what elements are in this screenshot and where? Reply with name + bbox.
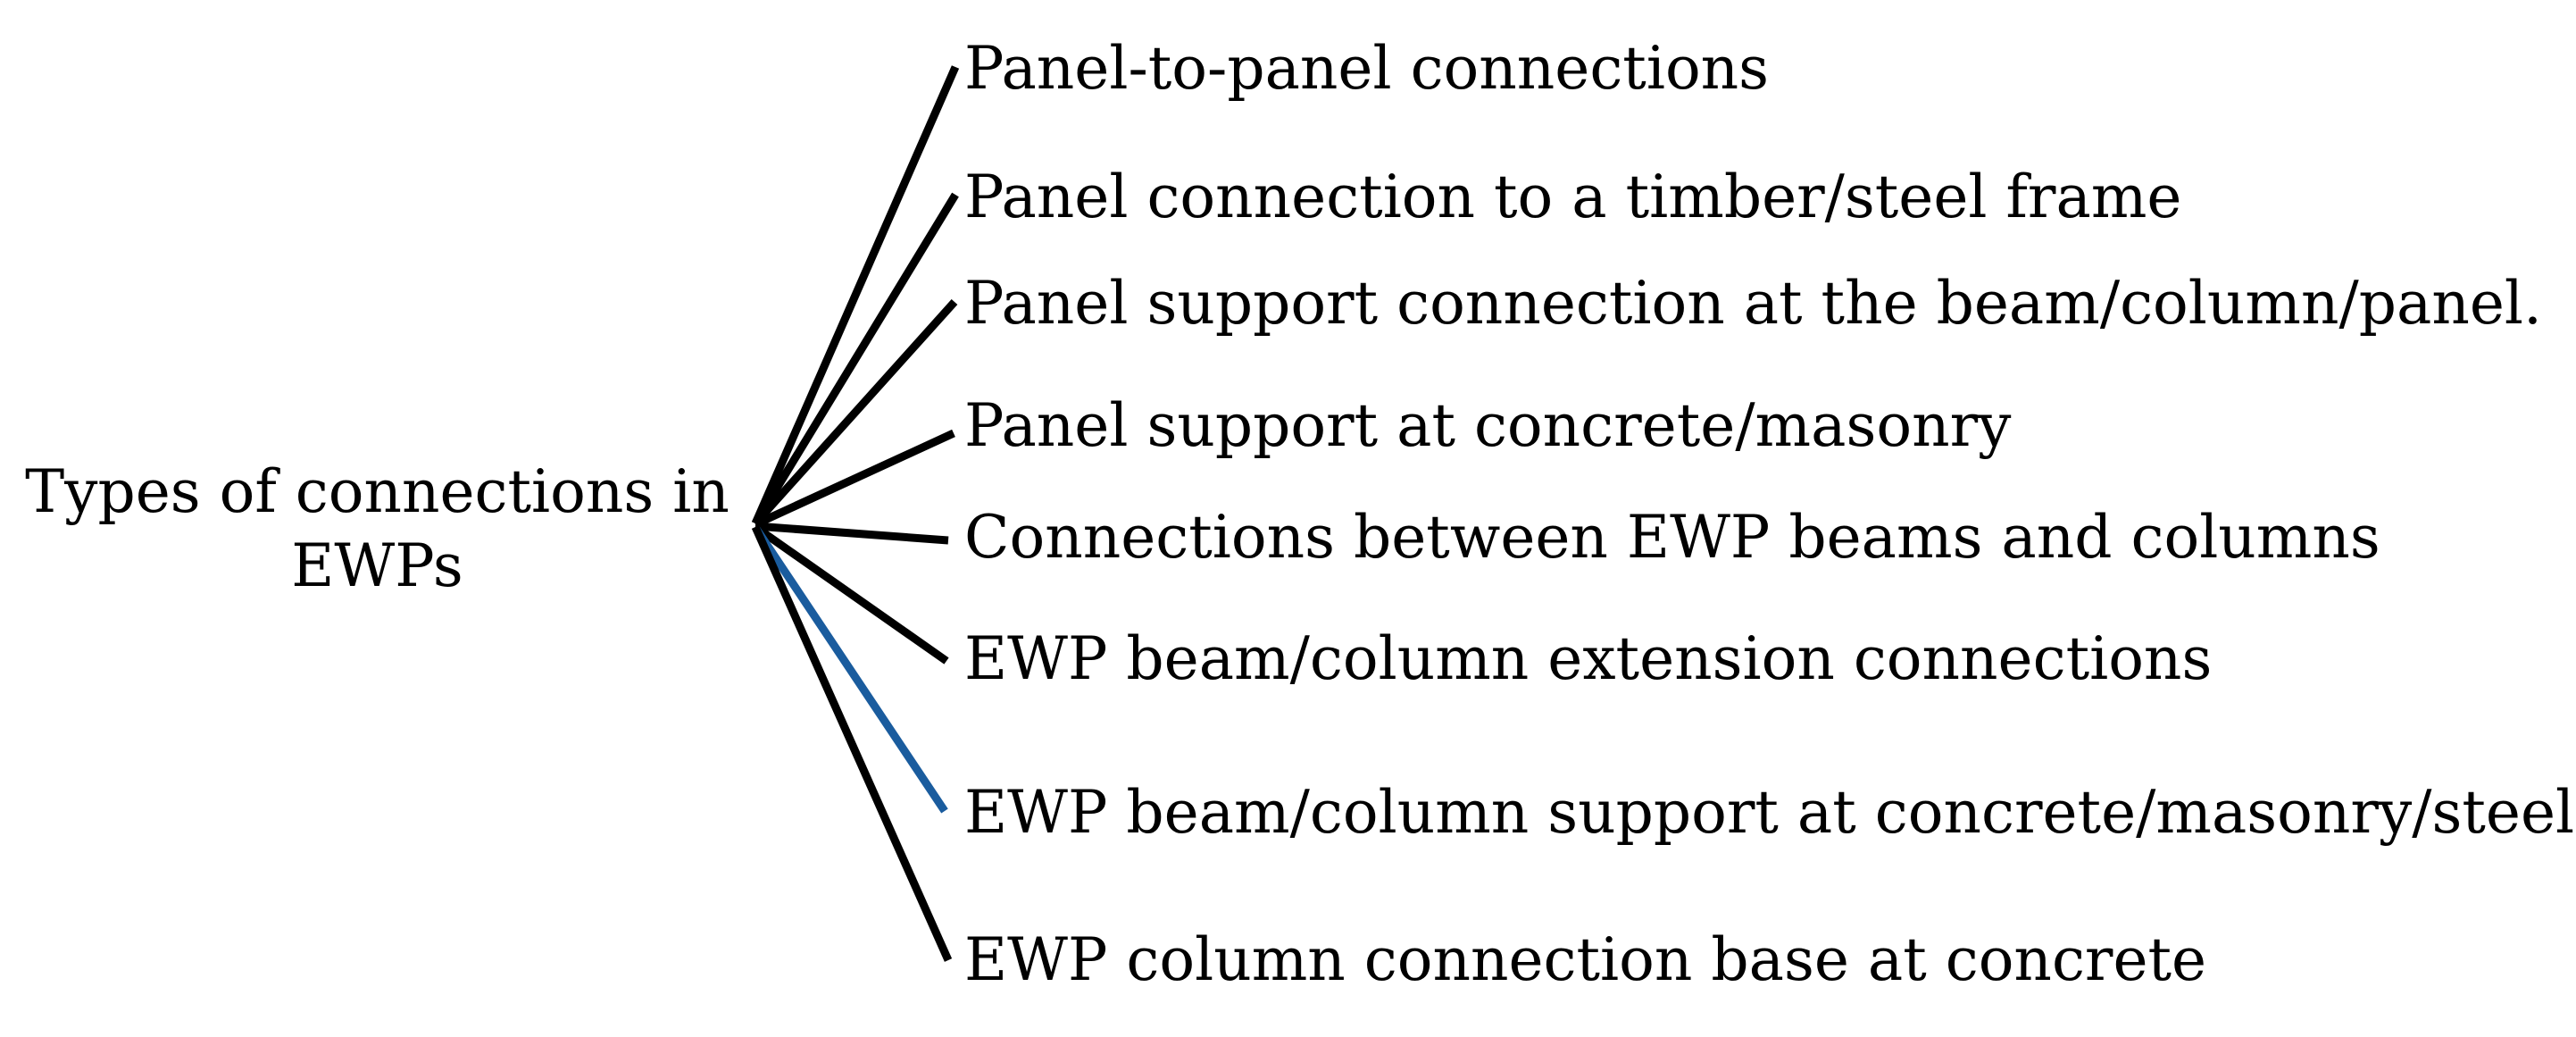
branch-label-panel-frame: Panel connection to a timber/steel frame [964,163,2182,231]
root-label-line-2: EWPs [291,531,463,600]
branch-label-extension: EWP beam/column extension connections [964,624,2213,693]
branch-label-beams-columns: Connections between EWP beams and column… [964,503,2380,572]
branch-label-panel-support-concrete: Panel support at concrete/masonry [964,391,2012,460]
connector-line-panel-to-panel [751,65,960,525]
root-label-line-1: Types of connections in [25,457,729,526]
root-label: Types of connections in EWPs [22,455,732,603]
connector-line-column-base [751,525,953,962]
connector-line-panel-frame [752,192,959,526]
connector-line-panel-support-beam [752,298,958,527]
connector-line-extension [753,523,949,665]
connector-line-panel-support-concrete [754,429,955,529]
connector-line-beams-columns [754,522,949,545]
branch-label-panel-support-beam: Panel support connection at the beam/col… [964,269,2542,338]
branch-label-column-base: EWP column connection base at concrete [964,925,2207,994]
branch-label-support-masonry-steel: EWP beam/column support at concrete/maso… [964,778,2575,847]
branch-label-panel-to-panel: Panel-to-panel connections [964,34,1770,103]
connector-line-support-masonry-steel [753,526,948,814]
